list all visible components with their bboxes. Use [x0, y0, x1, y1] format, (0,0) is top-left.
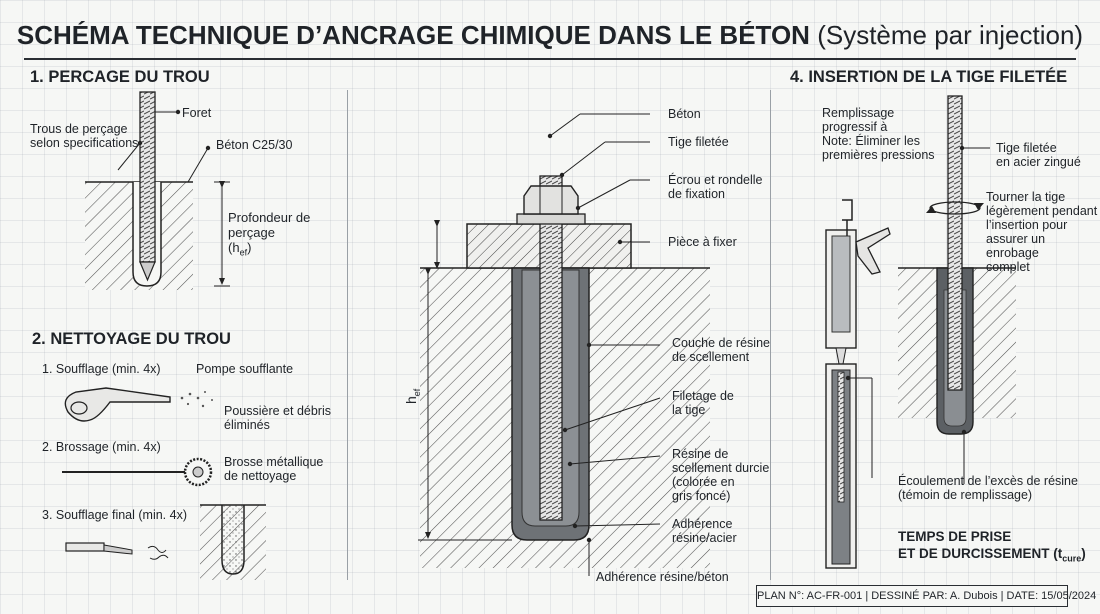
label-pompe: Pompe soufflante: [196, 362, 294, 376]
label-remplissage: Remplissage progressif à Note: Éliminer …: [822, 106, 935, 162]
title-rule: [24, 58, 1076, 60]
label-ecoulement: Écoulement de l’excès de résine (témoin …: [898, 474, 1078, 502]
label-hef: hef: [403, 388, 422, 404]
brush-illustration: [62, 457, 213, 487]
label-brosse: Brosse métallique de nettoyage: [224, 455, 324, 483]
divider-right: [770, 90, 771, 580]
final-blow-illustration: [65, 504, 266, 580]
heading-insertion: 4. INSERTION DE LA TIGE FILETÉE: [790, 68, 1068, 86]
blower-illustration: [64, 387, 213, 422]
label-piece: Pièce à fixer: [668, 235, 737, 249]
page-title: SCHÉMA TECHNIQUE D’ANCRAGE CHIMIQUE DANS…: [0, 20, 1100, 51]
label-ecrou: Écrou et rondelle de fixation: [668, 173, 763, 201]
label-brossage: 2. Brossage (min. 4x): [42, 440, 161, 454]
divider-left: [347, 90, 348, 580]
label-soufflage: 1. Soufflage (min. 4x): [42, 362, 161, 376]
label-profondeur: Profondeur de perçage (hef): [228, 210, 311, 258]
label-adherence-beton: Adhérence résine/béton: [596, 570, 729, 584]
label-tourner: Tourner la tige légèrement pendant l’ins…: [986, 190, 1098, 274]
label-trous: Trous de perçage selon specifications: [30, 122, 139, 150]
label-beton-c25: Béton C25/30: [216, 138, 293, 152]
label-soufflage-final: 3. Soufflage final (min. 4x): [42, 508, 187, 522]
label-temps-prise: TEMPS DE PRISE ET DE DURCISSEMENT (tcure…: [898, 529, 1086, 564]
injection-gun-illustration: [825, 199, 891, 569]
label-tige-zinguee: Tige filetée en acier zingué: [996, 141, 1081, 169]
label-beton: Béton: [668, 107, 701, 121]
anchor-section-illustration: [418, 113, 710, 576]
label-filetage: Filetage de la tige: [672, 389, 734, 417]
label-couche-resine: Couche de résine de scellement: [672, 336, 770, 364]
label-foret: Foret: [182, 106, 212, 120]
rod-insertion-illustration: [898, 95, 1016, 484]
label-resine-durcie: Résine de scellement durcie (colorée en …: [672, 447, 770, 503]
title-block: PLAN N°: AC-FR-001 | DESSINÉ PAR: A. Dub…: [756, 585, 1096, 607]
label-adherence-acier: Adhérence résine/acier: [672, 517, 737, 545]
title-sub: (Système par injection): [817, 20, 1084, 50]
drilling-illustration: [85, 91, 230, 290]
label-poussiere: Poussière et débris éliminés: [224, 404, 332, 432]
label-tige-filetee: Tige filetée: [668, 135, 729, 149]
heading-drilling: 1. PERCAGE DU TROU: [30, 68, 210, 86]
title-main: SCHÉMA TECHNIQUE D’ANCRAGE CHIMIQUE DANS…: [16, 20, 810, 50]
heading-cleaning: 2. NETTOYAGE DU TROU: [32, 330, 231, 348]
